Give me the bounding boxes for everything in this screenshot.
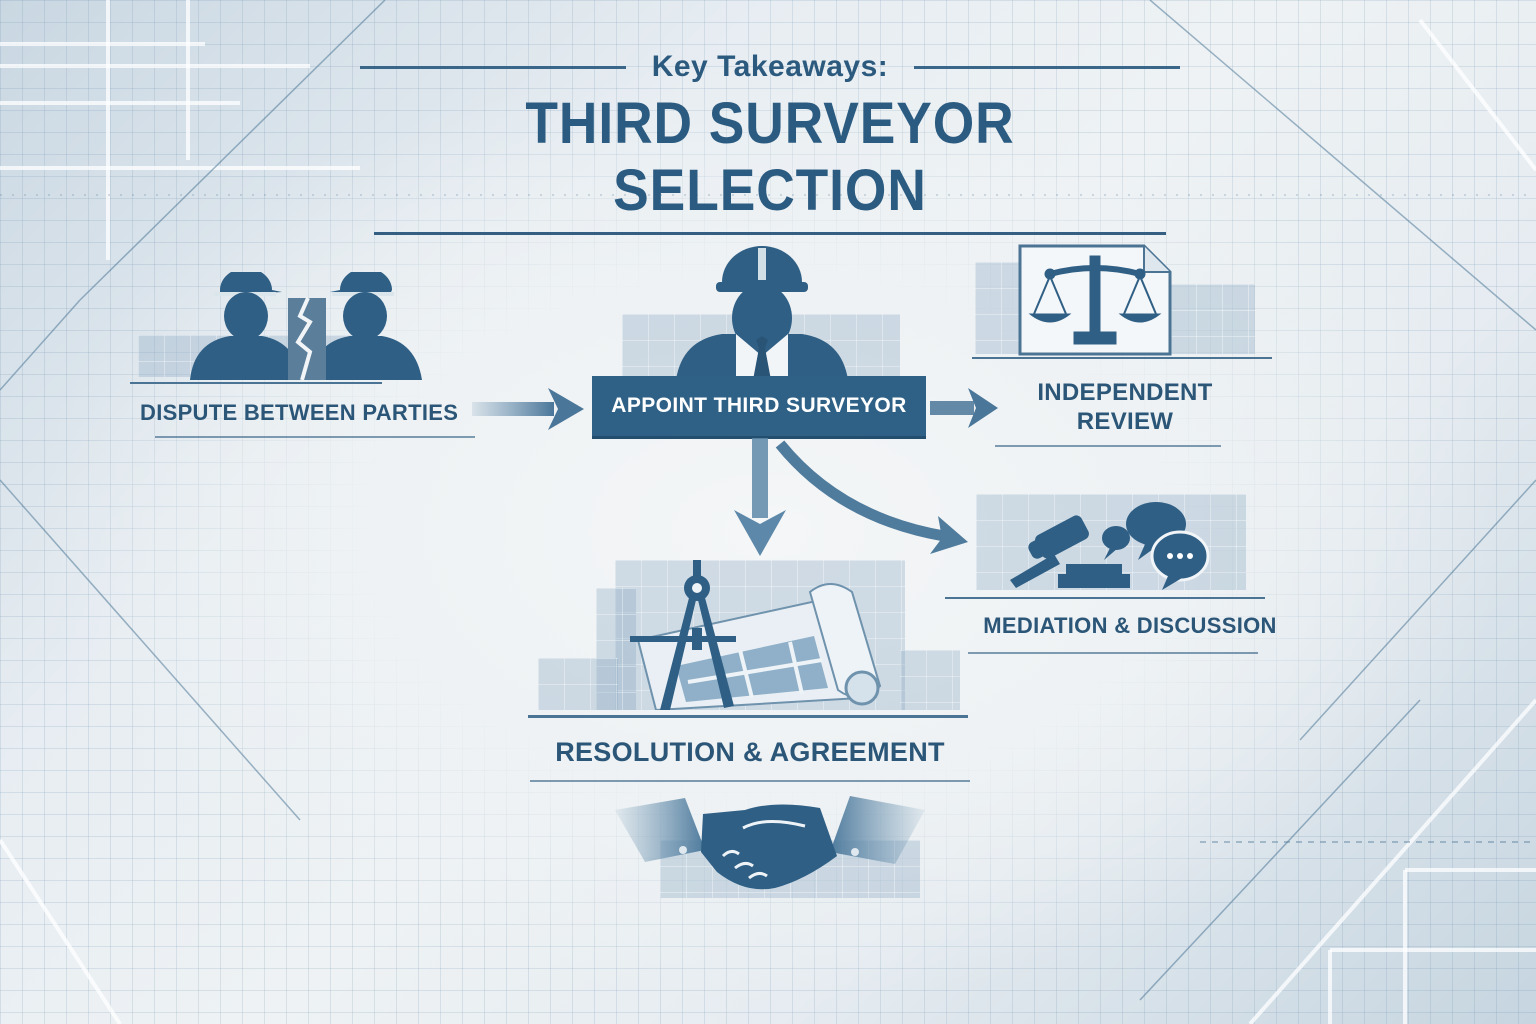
divider: [528, 715, 968, 718]
arrow-down-shaft: [752, 438, 768, 518]
header: Key Takeaways: THIRD SURVEYOR SELECTION: [360, 50, 1180, 235]
grid-tile: [538, 658, 618, 710]
step-label: MEDIATION & DISCUSSION: [983, 613, 1277, 638]
curved-arrow-shaft: [775, 440, 945, 542]
appoint-third-surveyor-box: APPOINT THIRD SURVEYOR: [592, 376, 926, 436]
page-title: THIRD SURVEYOR SELECTION: [525, 91, 1015, 223]
divider: [130, 382, 382, 384]
arrow-down-icon: [734, 510, 786, 556]
curved-arrow-head-icon: [930, 516, 968, 554]
compass-blueprint-icon: [630, 560, 882, 710]
title-underline: [374, 232, 1166, 235]
handshake-icon: [615, 796, 925, 890]
divider: [914, 65, 1180, 69]
gavel-speech-bubbles-icon: [1010, 502, 1210, 590]
step-label: DISPUTE BETWEEN PARTIES: [140, 400, 459, 425]
branch-arrows: [734, 438, 968, 556]
step-label-line: INDEPENDENT: [1037, 379, 1213, 406]
divider: [972, 357, 1272, 359]
step-label: RESOLUTION & AGREEMENT: [555, 737, 945, 767]
step-label: APPOINT THIRD SURVEYOR: [611, 394, 907, 417]
step-label: INDEPENDENT REVIEW: [985, 378, 1265, 436]
scales-of-justice-icon: [1018, 244, 1172, 356]
divider: [530, 780, 970, 782]
divider: [968, 652, 1258, 654]
step-label-line: REVIEW: [1076, 408, 1174, 435]
divider: [945, 597, 1265, 599]
arrow-right-icon: [930, 388, 998, 428]
grid-tile: [596, 588, 636, 710]
divider: [155, 436, 475, 438]
divider: [360, 65, 626, 69]
surveyor-hardhat-icon: [676, 246, 848, 380]
grid-tile: [900, 650, 960, 710]
arrow-right-icon: [472, 388, 584, 430]
grid-tile: [975, 262, 1025, 354]
divider: [995, 445, 1221, 447]
kicker-text: Key Takeaways:: [651, 50, 889, 83]
two-workers-broken-wall-icon: [190, 272, 422, 381]
kicker-row: Key Takeaways:: [360, 50, 1180, 84]
grid-tile: [1170, 284, 1255, 354]
